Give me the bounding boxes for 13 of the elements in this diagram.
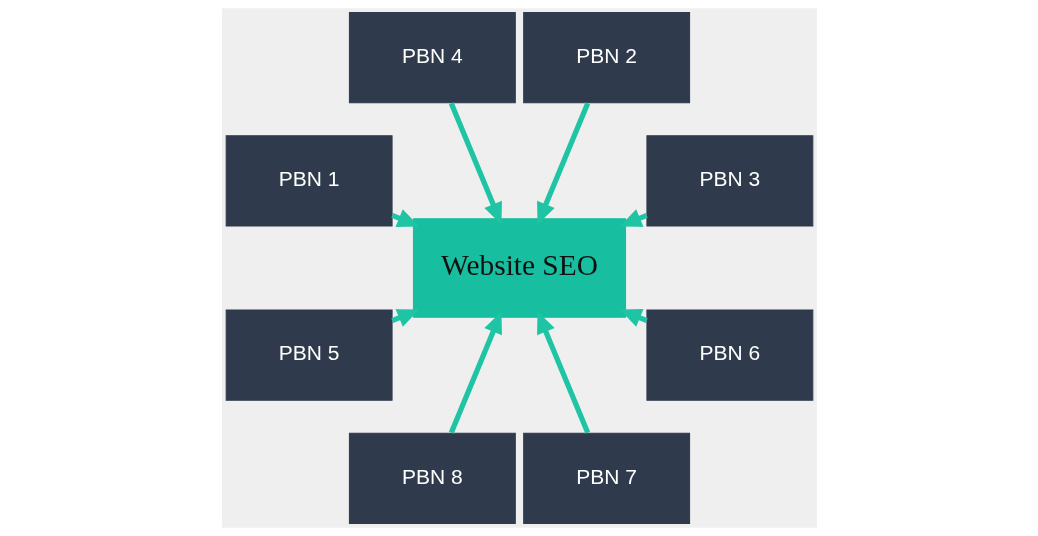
arrow bbox=[536, 311, 590, 434]
node-box: PBN 6 bbox=[645, 309, 813, 401]
arrow bbox=[536, 102, 590, 225]
node-box: PBN 1 bbox=[225, 135, 393, 227]
node-box: PBN 7 bbox=[522, 432, 690, 525]
node-box: PBN 2 bbox=[522, 11, 690, 104]
node-box: PBN 4 bbox=[348, 11, 516, 104]
arrow bbox=[448, 311, 502, 434]
node-box: PBN 8 bbox=[348, 432, 516, 525]
node-box: Website SEO bbox=[412, 218, 626, 318]
arrow bbox=[448, 102, 502, 225]
node-box: PBN 5 bbox=[225, 309, 393, 401]
node-box: PBN 3 bbox=[645, 135, 813, 227]
